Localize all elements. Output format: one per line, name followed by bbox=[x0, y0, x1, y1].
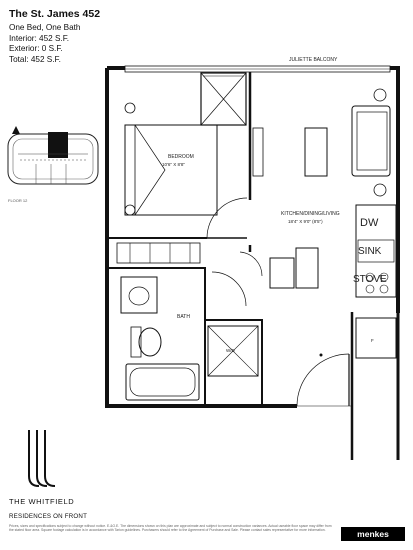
bedroom-label: BEDROOM bbox=[168, 154, 194, 160]
sofa bbox=[351, 105, 391, 177]
total-area: Total: 452 S.F. bbox=[9, 54, 61, 64]
dining-table bbox=[295, 247, 319, 289]
toilet bbox=[138, 327, 162, 357]
dishwasher-label: DW bbox=[360, 217, 379, 229]
exterior-area: Exterior: 0 S.F. bbox=[9, 44, 63, 53]
vanity-sink bbox=[120, 276, 158, 314]
unit-type: One Bed, One Bath bbox=[9, 23, 81, 32]
menkes-logo: menkes bbox=[341, 527, 405, 541]
legal-disclaimer: Prices, sizes and specifications subject… bbox=[9, 524, 332, 533]
exterior-wall-left-bottom bbox=[105, 68, 297, 408]
coffee-table bbox=[304, 127, 328, 177]
wd-label: W/D bbox=[226, 348, 235, 353]
unit-title: The St. James 452 bbox=[9, 8, 101, 20]
interior-area: Interior: 452 S.F. bbox=[9, 33, 70, 43]
kitchen-label: KITCHEN/DINING/LIVING bbox=[281, 211, 340, 217]
tv-unit bbox=[252, 127, 264, 177]
stove-label: STOVE bbox=[353, 274, 387, 285]
kitchen-counter bbox=[355, 204, 397, 298]
bath-label: BATH bbox=[177, 314, 190, 320]
bathtub bbox=[125, 363, 200, 401]
juliette-balcony-label: JULIETTE BALCONY bbox=[289, 57, 338, 63]
washer-dryer bbox=[207, 325, 259, 377]
whitfield-logo-mark bbox=[28, 430, 56, 487]
key-plan-image bbox=[7, 126, 99, 185]
bed bbox=[124, 124, 218, 216]
kitchen-dimensions: 18'4" X 9'0" (8'5") bbox=[288, 219, 323, 224]
fridge-label: F bbox=[371, 338, 374, 343]
sink-label: SINK bbox=[358, 246, 382, 257]
closet-shaft bbox=[200, 72, 247, 126]
brand-name: THE WHITFIELD bbox=[9, 497, 75, 506]
bedroom-dimensions: 10'6" X 8'8" bbox=[162, 162, 185, 167]
key-plan-caption: FLOOR 12 bbox=[8, 198, 28, 203]
brand-subtitle: RESIDENCES ON FRONT bbox=[9, 513, 88, 520]
